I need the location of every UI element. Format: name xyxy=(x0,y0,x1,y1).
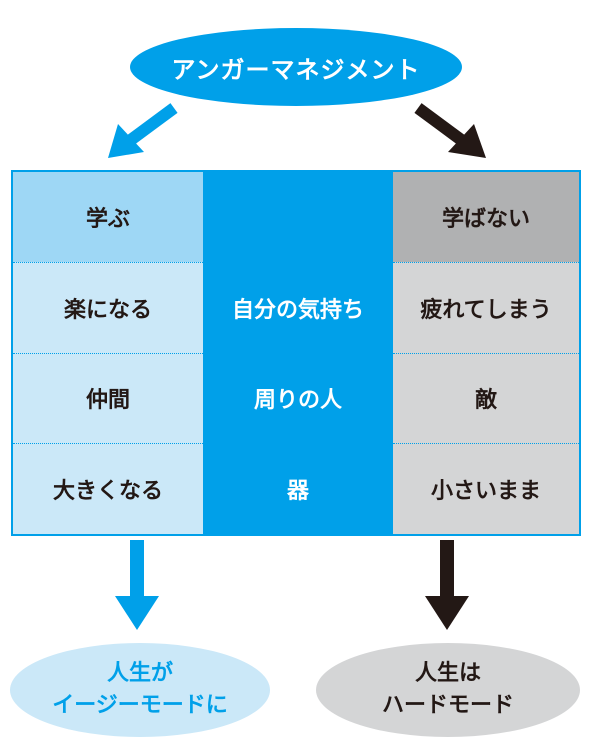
cell-learn-3: 大きくなる xyxy=(13,443,203,534)
cell-not-learn-2: 敵 xyxy=(393,352,579,444)
outcome-easy-line1: 人生が xyxy=(106,661,173,686)
cell-subject-2: 周りの人 xyxy=(203,352,393,444)
outcome-easy-ellipse: 人生が イージーモードに xyxy=(10,643,270,737)
anger-management-ellipse: アンガーマネジメント xyxy=(130,28,462,106)
arrow-top-left-icon xyxy=(108,103,178,158)
column-not-learn: 学ばない 疲れてしまう 敵 小さいまま xyxy=(393,172,579,534)
cell-subject-1: 自分の気持ち xyxy=(203,261,393,353)
outcome-hard-line1: 人生は xyxy=(414,661,481,686)
cell-learn-1: 楽になる xyxy=(13,261,203,353)
cell-learn-2: 仲間 xyxy=(13,352,203,444)
cell-not-learn-3: 小さいまま xyxy=(393,443,579,534)
comparison-table: 学ぶ 楽になる 仲間 大きくなる 自分の気持ち 周りの人 器 学ばない 疲れてし… xyxy=(11,170,581,536)
header-subject xyxy=(203,172,393,262)
arrow-down-left-icon xyxy=(115,540,159,630)
arrow-down-right-icon xyxy=(425,540,469,630)
arrow-top-right-icon xyxy=(414,103,486,158)
cell-subject-3: 器 xyxy=(203,443,393,534)
cell-not-learn-1: 疲れてしまう xyxy=(393,261,579,353)
outcome-easy-line2: イージーモードに xyxy=(52,693,228,718)
header-not-learn: 学ばない xyxy=(393,172,579,262)
column-subject: 自分の気持ち 周りの人 器 xyxy=(203,172,393,534)
outcome-hard-ellipse: 人生は ハードモード xyxy=(316,643,580,737)
anger-management-title: アンガーマネジメント xyxy=(171,55,421,84)
column-learn: 学ぶ 楽になる 仲間 大きくなる xyxy=(13,172,203,534)
outcome-hard-line2: ハードモード xyxy=(381,693,514,718)
header-learn: 学ぶ xyxy=(13,172,203,262)
